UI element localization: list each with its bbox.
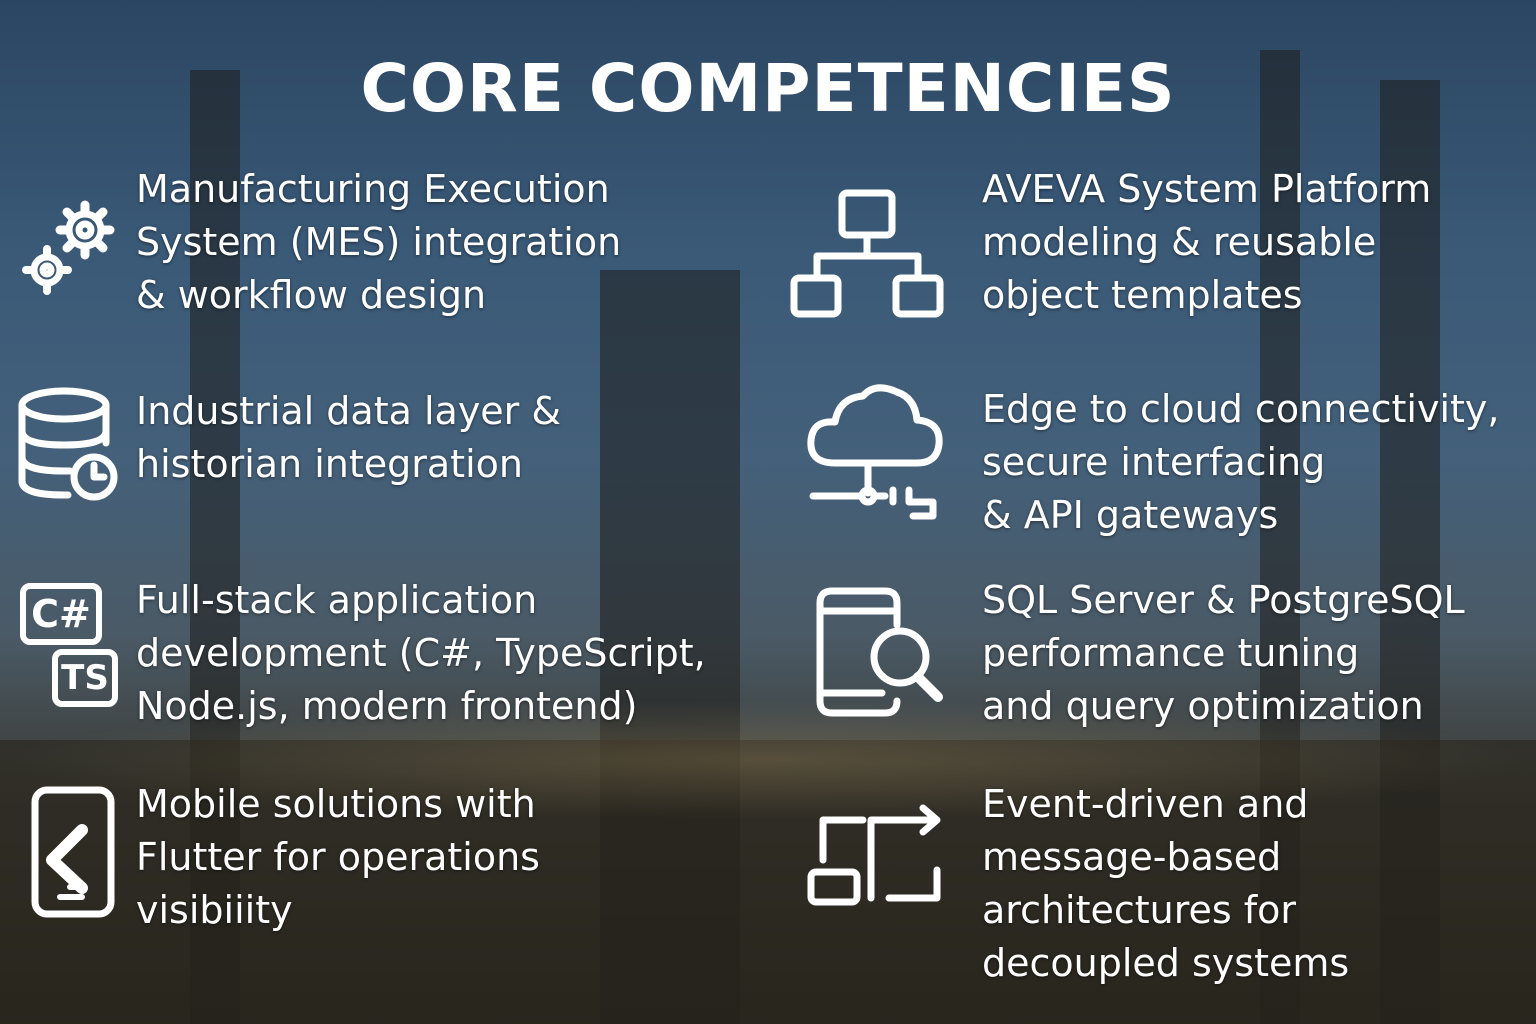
- hierarchy-icon: [790, 188, 950, 324]
- background-lights: [0, 700, 1536, 820]
- page-title: CORE COMPETENCIES: [360, 50, 1176, 127]
- database-clock-icon: [16, 385, 120, 509]
- competency-sql: SQL Server & PostgreSQL performance tuni…: [982, 578, 1465, 728]
- phone-search-icon: [812, 585, 947, 724]
- competency-mobile: Mobile solutions with Flutter for operat…: [136, 782, 540, 932]
- competency-full-stack: Full-stack application development (C#, …: [136, 578, 706, 728]
- competency-event-driven: Event-driven and message-based architect…: [982, 782, 1350, 985]
- flutter-phone-icon: [30, 785, 120, 924]
- typescript-badge: TS: [52, 649, 118, 707]
- event-flow-icon: [805, 800, 945, 914]
- cloud-network-icon: [805, 378, 950, 532]
- competency-edge-cloud: Edge to cloud connectivity, secure inter…: [982, 387, 1500, 537]
- csharp-badge: C#: [20, 583, 102, 645]
- competency-data-layer: Industrial data layer & historian integr…: [136, 389, 562, 486]
- background-plant: [0, 740, 1536, 1024]
- gears-icon: [20, 195, 120, 304]
- competency-aveva: AVEVA System Platform modeling & reusabl…: [982, 167, 1432, 317]
- competency-mes: Manufacturing Execution System (MES) int…: [136, 167, 622, 317]
